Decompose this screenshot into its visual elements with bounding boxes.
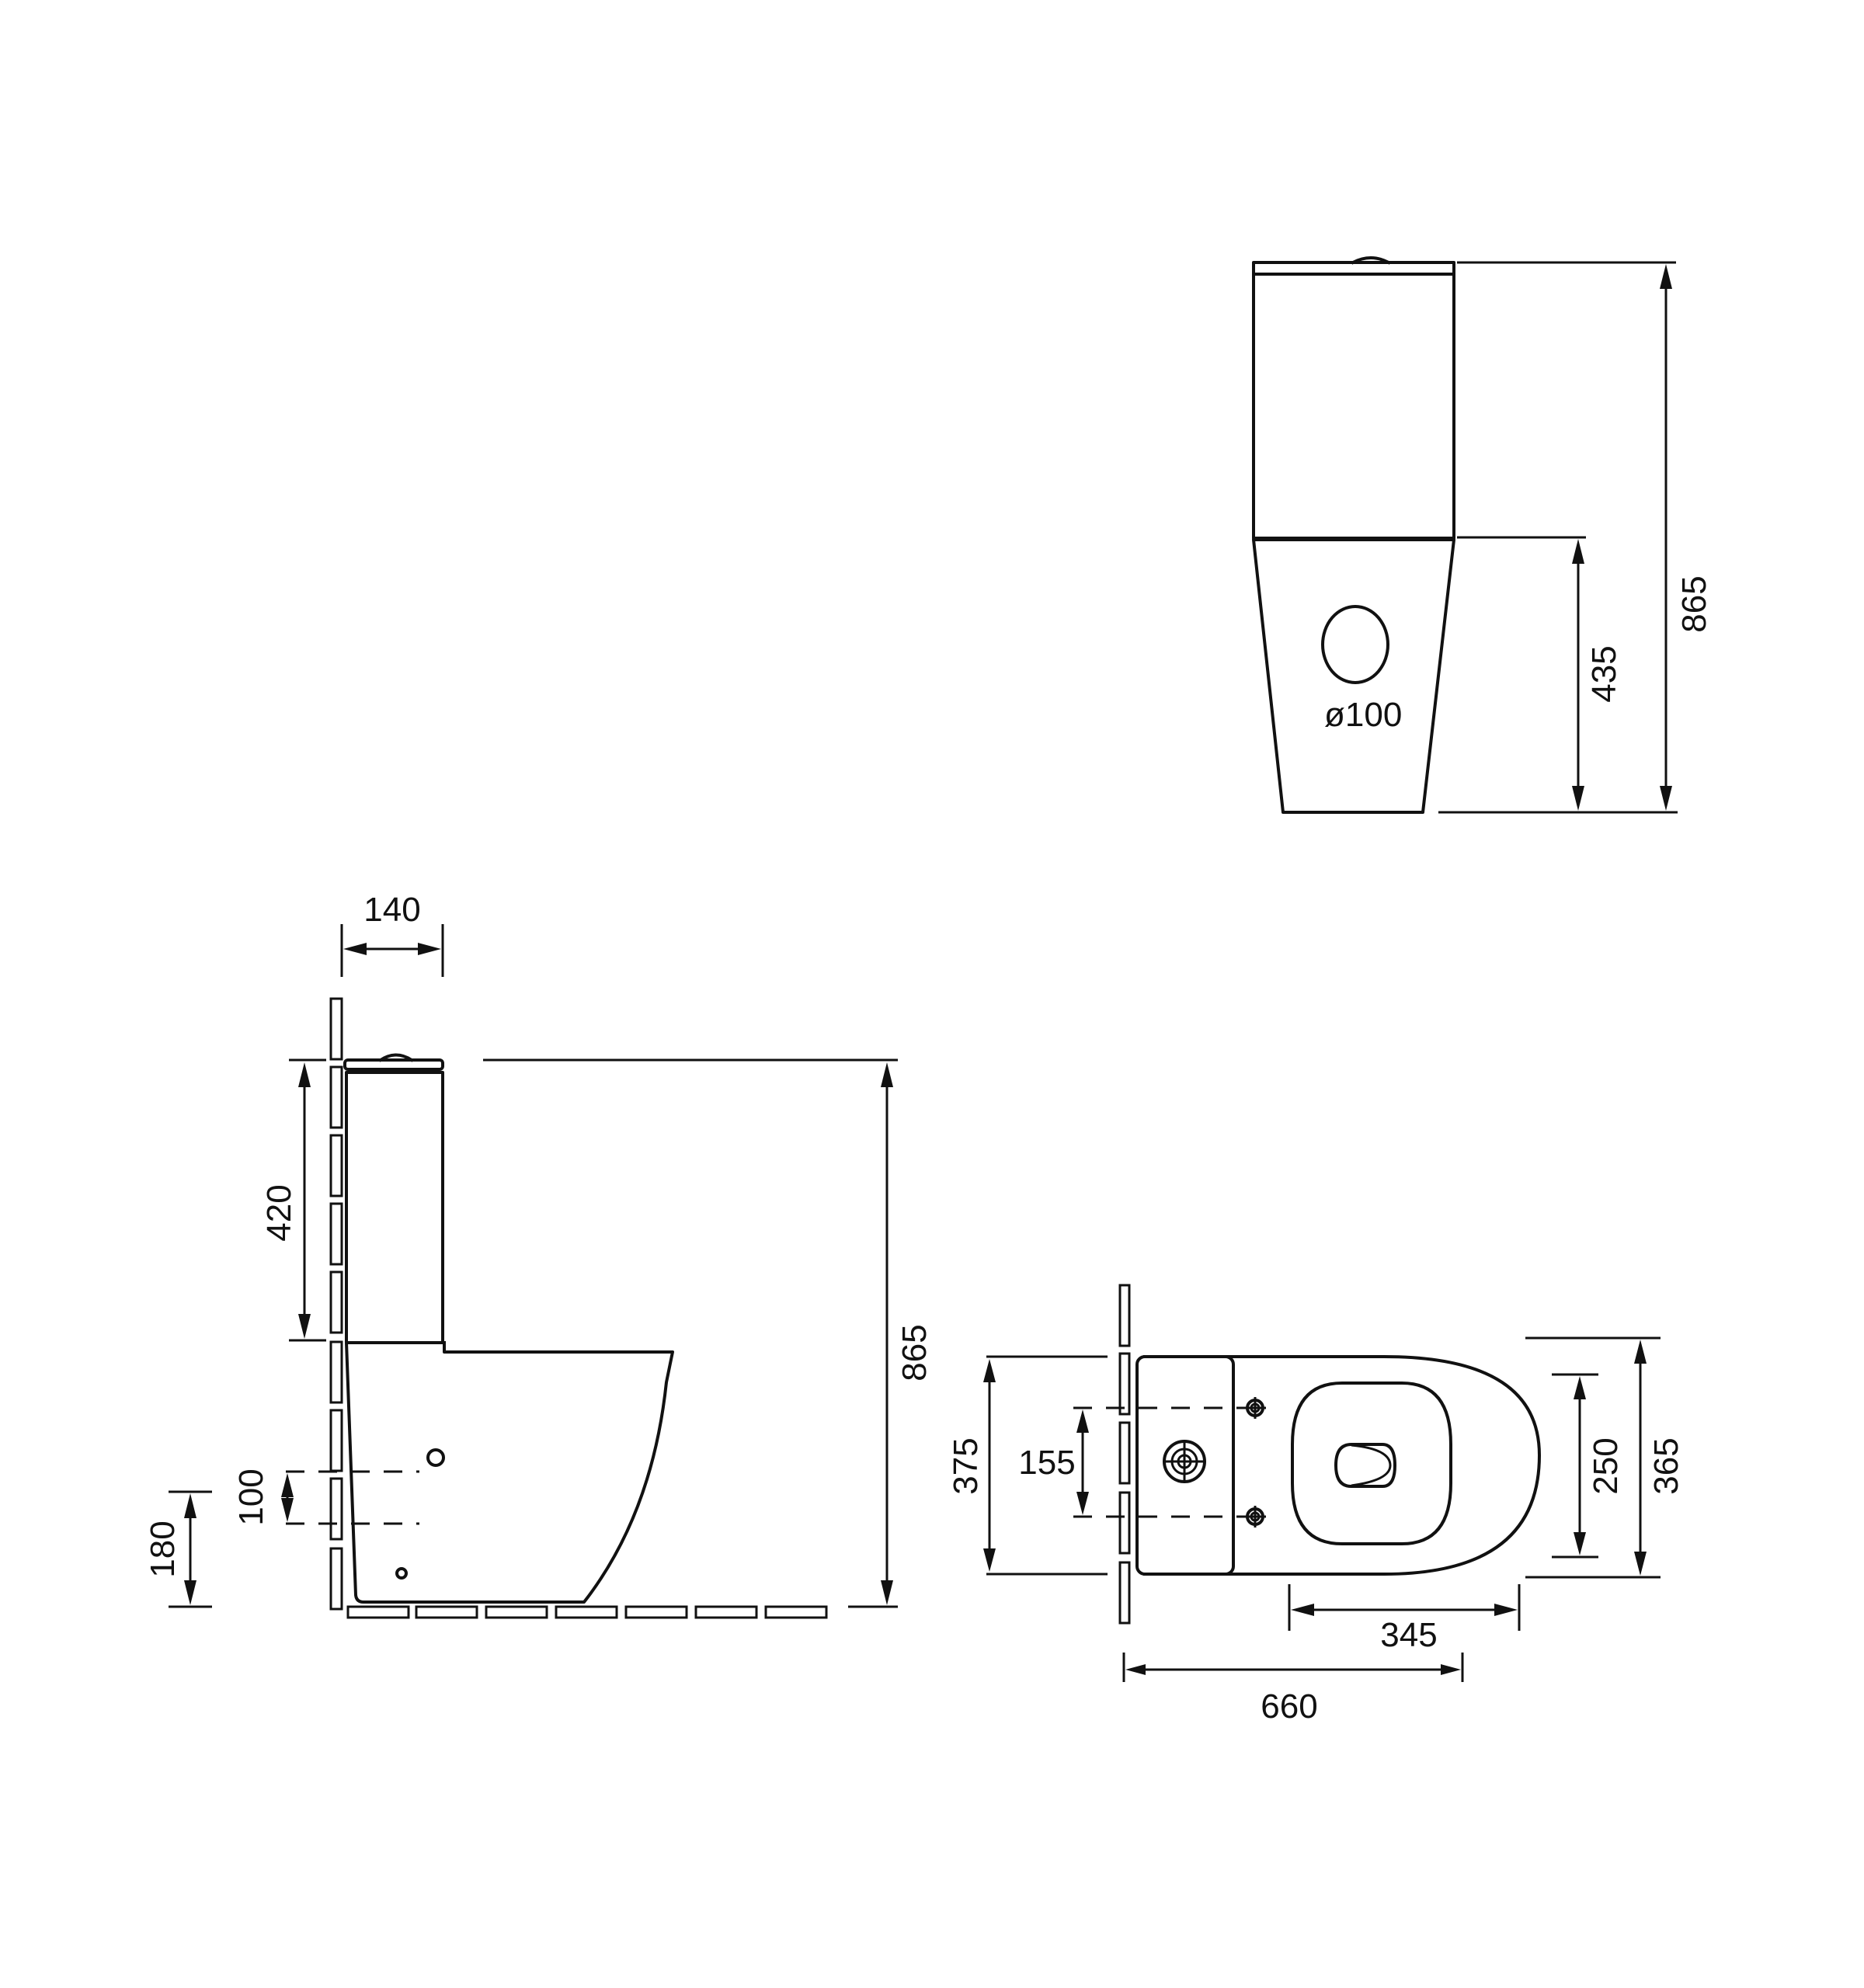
dimension-top-660: 660 — [1122, 1653, 1464, 1726]
dimension-side-865: 865 — [881, 1062, 934, 1605]
svg-text:365: 365 — [1647, 1437, 1685, 1494]
flush-valve-symbol — [1163, 1440, 1206, 1483]
front-view: ø100 865 435 — [1252, 256, 1713, 814]
dimension-front-865: 865 — [1660, 264, 1713, 811]
fixing-bolt-lower — [1244, 1506, 1266, 1527]
dimension-top-365: 365 — [1634, 1340, 1685, 1576]
svg-text:140: 140 — [363, 891, 420, 929]
svg-text:660: 660 — [1261, 1687, 1317, 1726]
drain-hole — [1334, 1443, 1396, 1488]
svg-text:865: 865 — [1675, 575, 1713, 632]
bolt-hole — [395, 1567, 408, 1580]
side-view: 140 420 865 100 18 — [144, 891, 934, 1619]
tank-front — [1252, 273, 1455, 540]
dimension-top-345: 345 — [1288, 1584, 1521, 1654]
outlet-diameter-label: ø100 — [1324, 696, 1402, 734]
tank-side — [345, 1071, 444, 1344]
dimension-front-435: 435 — [1572, 539, 1623, 811]
tank-lid-side — [343, 1058, 444, 1071]
svg-text:250: 250 — [1587, 1437, 1625, 1494]
wall-tiles — [329, 997, 343, 1611]
bowl-outline-top — [1143, 1355, 1541, 1576]
dimension-side-100: 100 — [232, 1468, 294, 1526]
dimension-side-180: 180 — [144, 1490, 212, 1608]
tank-lid-front — [1252, 261, 1455, 276]
svg-text:180: 180 — [144, 1521, 182, 1577]
seat-opening — [1291, 1382, 1452, 1545]
dimension-top-375: 375 — [947, 1359, 996, 1572]
water-inlet-hole — [426, 1448, 445, 1467]
dimension-top-250: 250 — [1574, 1376, 1625, 1555]
dimension-side-420: 420 — [260, 1062, 311, 1339]
svg-text:420: 420 — [260, 1184, 298, 1241]
svg-text:155: 155 — [1018, 1444, 1075, 1482]
tank-top — [1135, 1355, 1235, 1576]
outlet-circle — [1321, 605, 1389, 684]
pan-side — [344, 1340, 674, 1604]
svg-text:345: 345 — [1380, 1616, 1437, 1654]
pan-front — [1252, 538, 1455, 814]
svg-text:100: 100 — [232, 1468, 270, 1525]
dimension-side-140: 140 — [340, 891, 444, 977]
top-wall-tiles — [1118, 1284, 1131, 1625]
floor-tiles — [346, 1605, 828, 1619]
svg-text:375: 375 — [947, 1437, 985, 1494]
dimension-top-155: 155 — [1018, 1409, 1089, 1515]
svg-text:865: 865 — [895, 1324, 934, 1381]
top-view: 375 155 250 365 34 — [947, 1284, 1685, 1726]
fixing-bolt-upper — [1244, 1397, 1266, 1419]
svg-text:435: 435 — [1585, 645, 1623, 702]
